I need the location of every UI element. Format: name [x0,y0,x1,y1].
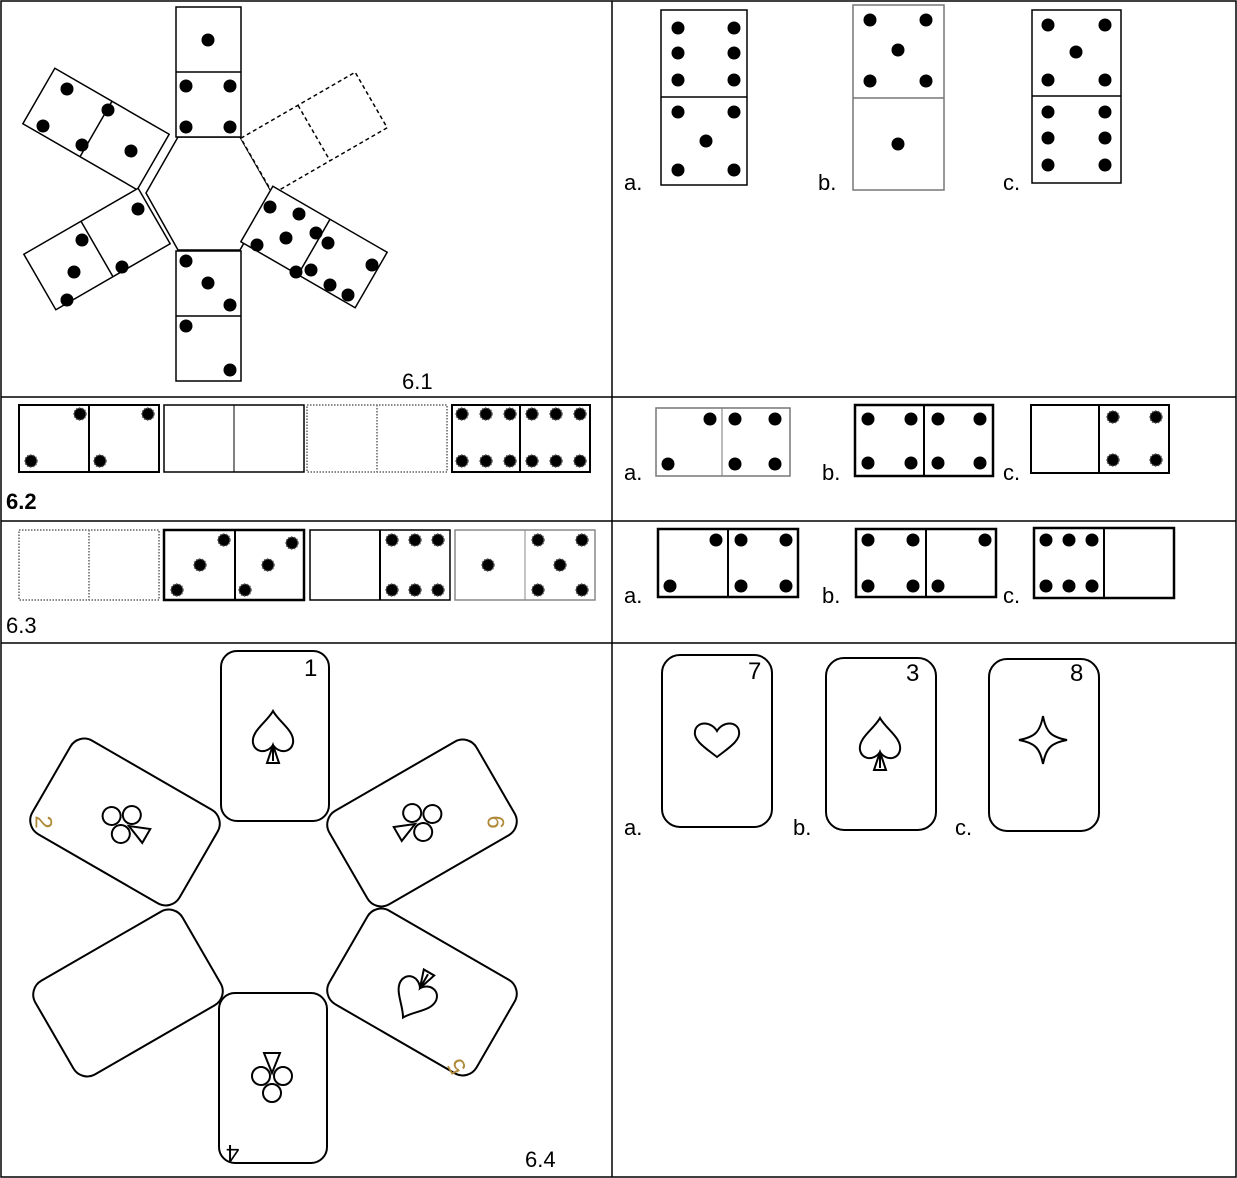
option-a-6-4: a. [624,815,642,841]
option-b-6-2: b. [822,460,840,486]
spade-icon [386,962,447,1027]
option-b-6-3: b. [822,583,840,609]
spade-icon [253,711,293,763]
figure-label-6-1: 6.1 [402,369,433,395]
club-icon [94,794,156,853]
option-c-6-3: c. [1003,583,1020,609]
card-number-bottom: 4 [226,1138,239,1166]
club-icon [388,792,450,851]
card-number-upper-right: 6 [481,815,509,828]
card-number-top: 1 [304,655,317,683]
figure-label-6-2: 6.2 [6,489,37,515]
club-icon [252,1053,292,1102]
card-number-upper-left: 2 [29,815,57,828]
answer-card-number-a: 7 [748,658,761,686]
answer-card-number-b: 3 [906,660,919,688]
option-c-6-1: c. [1003,170,1020,196]
answer-card-number-c: 8 [1070,660,1083,688]
option-b-6-4: b. [793,815,811,841]
option-a-6-1: a. [624,170,642,196]
option-a-6-3: a. [624,583,642,609]
option-c-6-4: c. [955,815,972,841]
option-a-6-2: a. [624,460,642,486]
answer-card-b [826,658,936,830]
option-b-6-1: b. [818,170,836,196]
option-c-6-2: c. [1003,460,1020,486]
figure-label-6-4: 6.4 [525,1147,556,1173]
figure-label-6-3: 6.3 [6,613,37,639]
